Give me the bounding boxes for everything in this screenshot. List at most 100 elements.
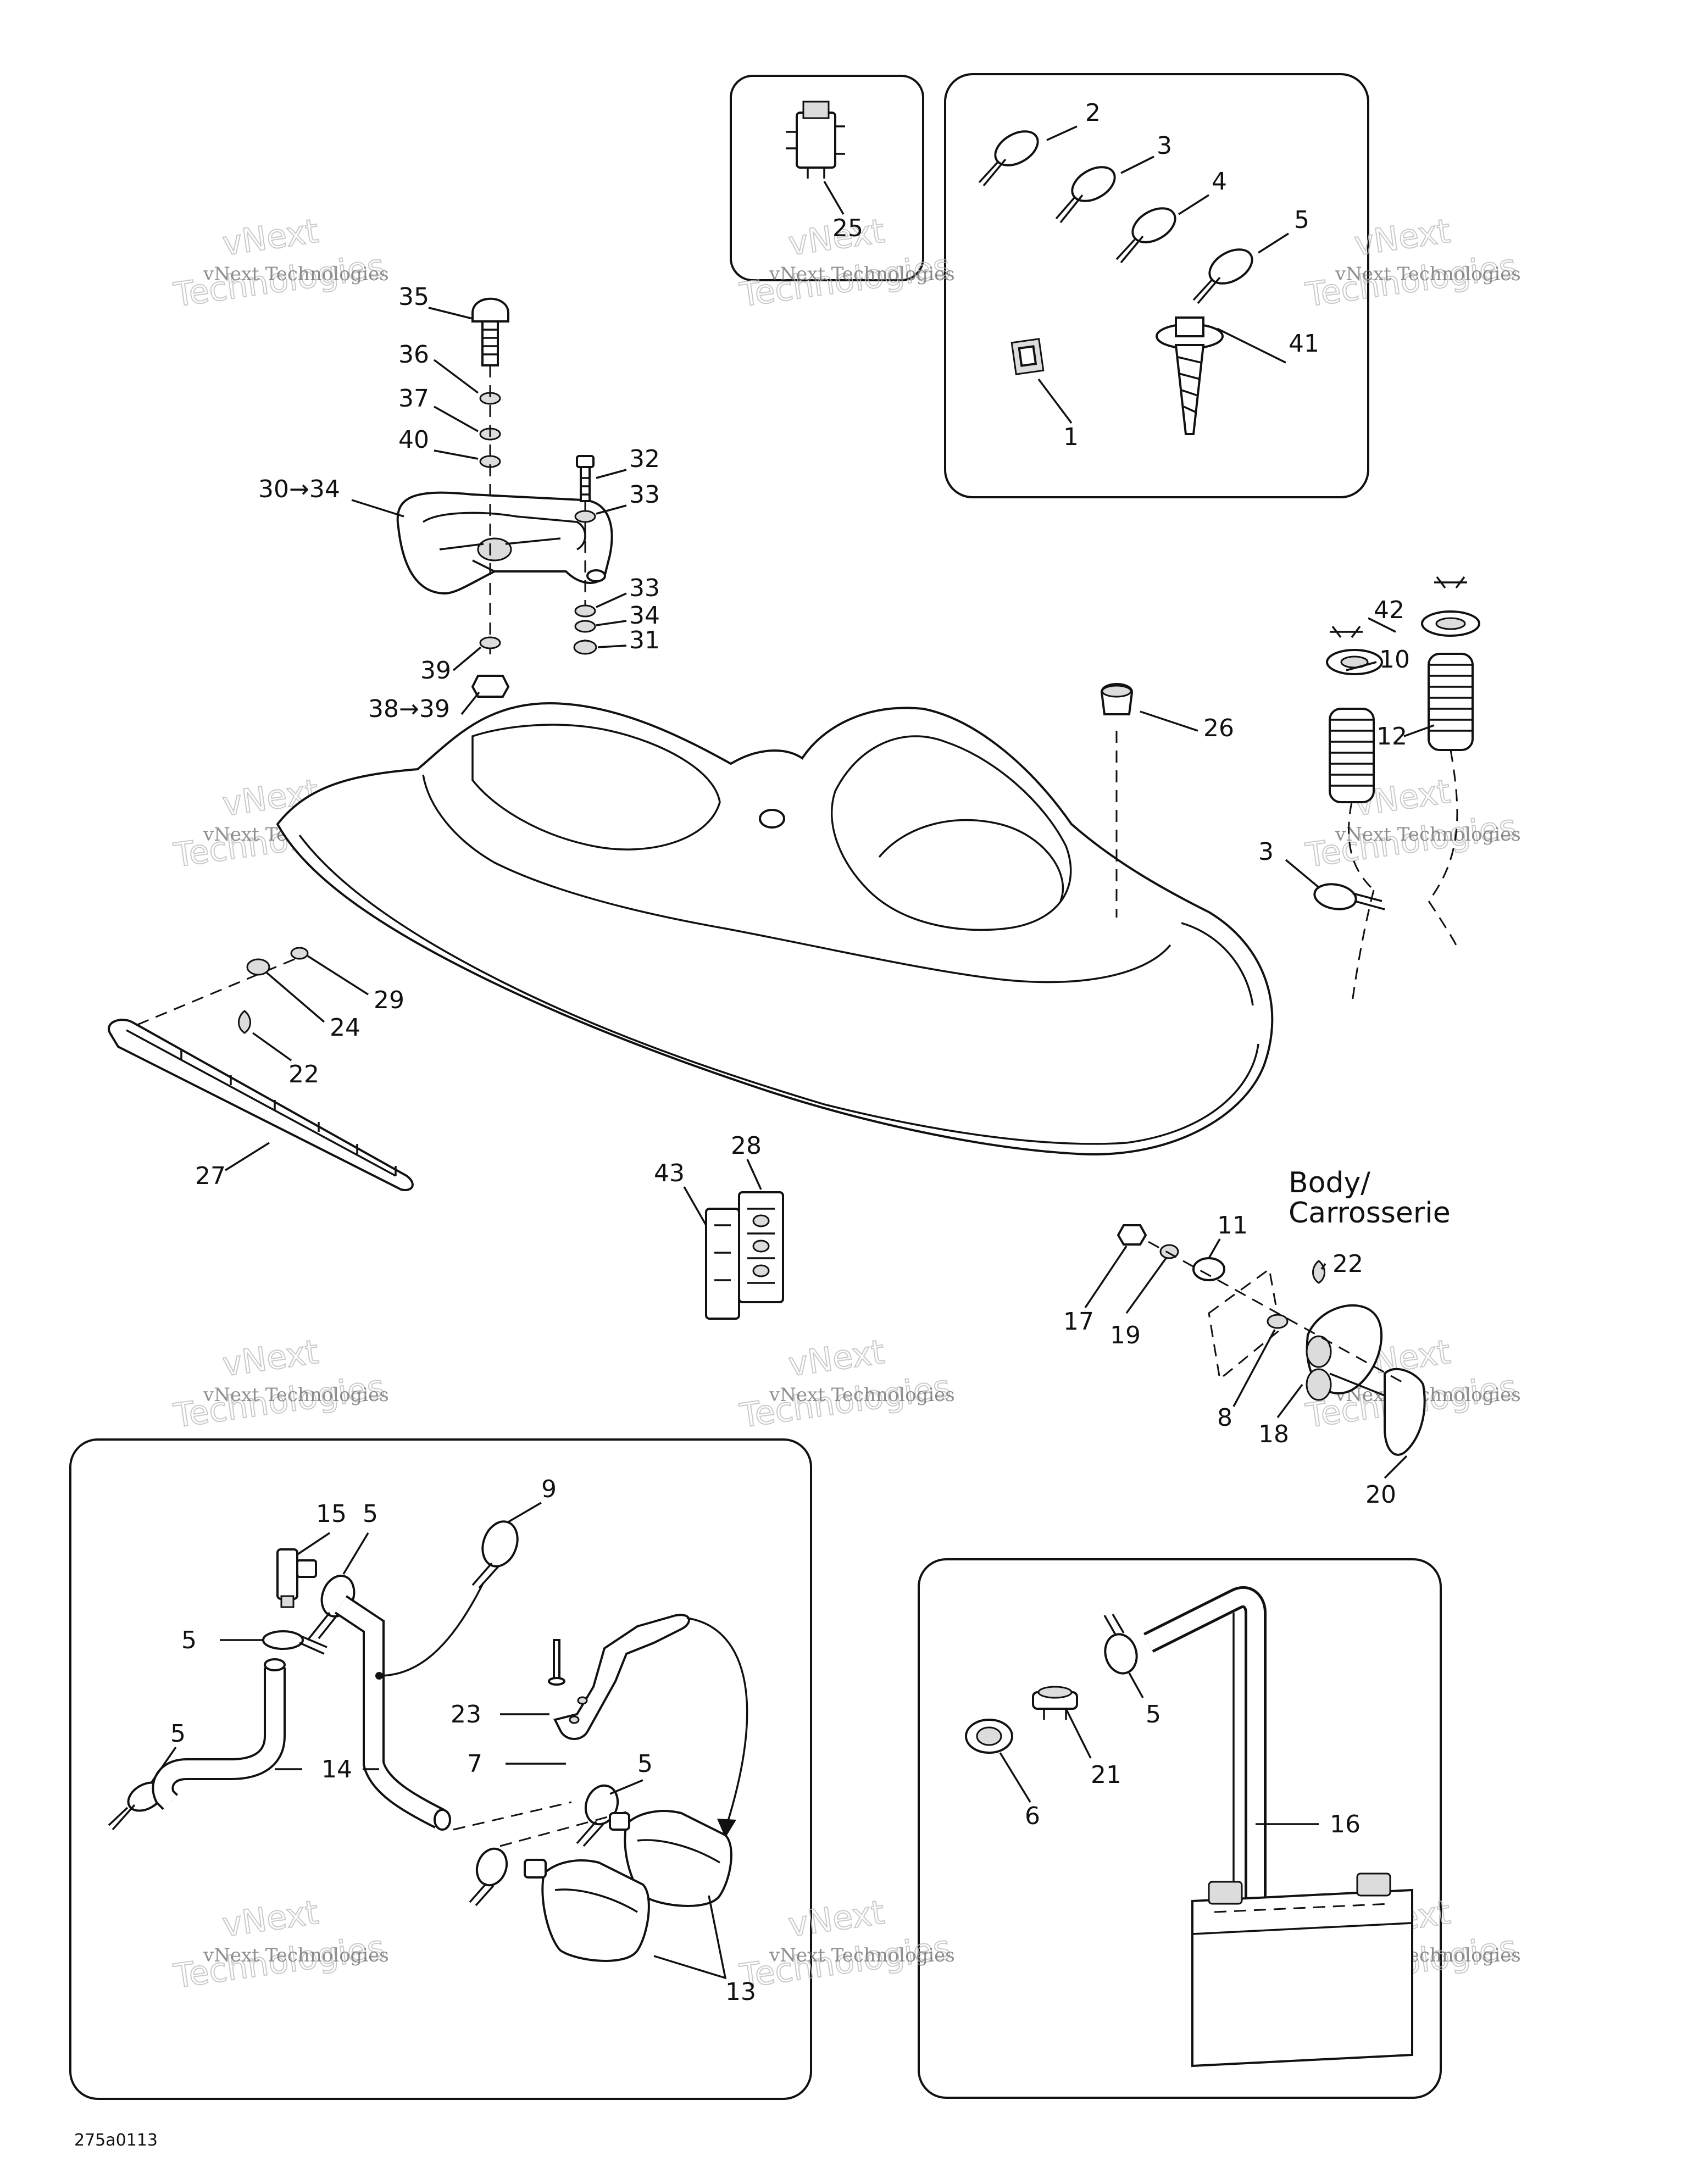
callout: 31 — [629, 626, 660, 654]
part-tie-5f — [1103, 1614, 1138, 1675]
part-washer-39 — [479, 636, 501, 649]
body-label-line1: Body/ — [1289, 1166, 1370, 1199]
part-clip-1 — [1010, 338, 1045, 375]
callout: 5 — [637, 1750, 653, 1778]
frame-battery-vent-box — [918, 1558, 1442, 2099]
svg-text:vNext Technologies: vNext Technologies — [1335, 263, 1521, 285]
drawing-code: 275a0113 — [74, 2131, 158, 2150]
callout: 11 — [1217, 1212, 1248, 1240]
callout: 27 — [195, 1162, 226, 1190]
part-handle-30-34 — [396, 491, 613, 595]
callout: 28 — [731, 1132, 762, 1160]
axis-line-vents — [1348, 749, 1458, 1006]
part-fitting-15 — [276, 1548, 317, 1608]
callout: 16 — [1330, 1810, 1361, 1838]
callout: 32 — [629, 445, 660, 473]
callout: 14 — [321, 1755, 352, 1783]
frame-ties-box — [944, 73, 1369, 498]
leader-line-9 — [379, 1582, 485, 1677]
body-label-line2: Carrosserie — [1289, 1197, 1451, 1230]
frame-clip-box — [730, 75, 924, 281]
callout: 3 — [1258, 838, 1274, 866]
watermark: Technologies vNext vNext Technologies — [171, 1893, 389, 1997]
part-nut-38 — [471, 675, 510, 698]
svg-text:vNext: vNext — [220, 1893, 321, 1945]
part-washer-33a — [574, 510, 596, 523]
callout: 33 — [629, 481, 660, 509]
part-clamp-5b — [262, 1630, 327, 1655]
part-nut-31 — [573, 640, 597, 655]
svg-text:vNext Technologies: vNext Technologies — [1335, 824, 1521, 846]
callout: 25 — [832, 214, 863, 242]
callout: 41 — [1289, 330, 1319, 358]
callout: 9 — [541, 1475, 557, 1503]
callout: 6 — [1025, 1802, 1040, 1830]
callout: 5 — [181, 1626, 197, 1654]
callout: 33 — [629, 574, 660, 602]
watermark: Technologies vNext vNext Technologies — [1303, 212, 1521, 315]
callout: 42 — [1374, 596, 1404, 624]
part-washer-33b — [574, 604, 596, 618]
callout: 34 — [629, 602, 660, 630]
watermark: Technologies vNext vNext Technologies — [737, 1332, 955, 1436]
part-fitting-21 — [1032, 1686, 1078, 1720]
callout: 19 — [1110, 1321, 1141, 1349]
callout: 23 — [451, 1700, 481, 1729]
callout: 5 — [170, 1720, 186, 1748]
callout: 8 — [1217, 1404, 1232, 1432]
callout: 17 — [1063, 1308, 1094, 1336]
callout: 18 — [1258, 1420, 1289, 1448]
part-plug-26 — [1100, 683, 1134, 715]
part-drop-22b — [1312, 1260, 1325, 1284]
svg-text:vNext Technologies: vNext Technologies — [769, 1944, 955, 1966]
frame-bilge-box — [69, 1438, 812, 2100]
callout: 5 — [1294, 206, 1309, 234]
part-clip-25 — [786, 101, 845, 179]
part-tie-5 — [1192, 248, 1253, 304]
svg-text:vNext Technologies: vNext Technologies — [769, 263, 955, 285]
arrow-bracket-to-bottle — [686, 1617, 748, 1830]
callout: 5 — [1146, 1700, 1161, 1729]
part-hose-14 — [152, 1595, 451, 1831]
axis-line-rail — [137, 955, 303, 1026]
callout: 29 — [374, 986, 404, 1014]
part-tie-3b — [1313, 883, 1385, 910]
svg-text:vNext: vNext — [220, 1333, 321, 1385]
callout: 15 — [316, 1500, 347, 1528]
callout: 20 — [1365, 1481, 1396, 1509]
callout: 10 — [1379, 646, 1410, 674]
part-vent-left — [1326, 649, 1383, 803]
part-clip-42 — [1330, 576, 1467, 638]
callout: 22 — [288, 1060, 319, 1088]
watermark: Technologies vNext vNext Technologies — [737, 1893, 955, 1997]
svg-text:vNext Technologies: vNext Technologies — [203, 1384, 389, 1406]
part-bracket-7 — [553, 1614, 690, 1740]
part-hull-body — [276, 702, 1274, 1155]
svg-text:vNext: vNext — [786, 1893, 887, 1945]
watermark: Technologies vNext vNext Technologies — [171, 212, 389, 315]
svg-text:vNext: vNext — [786, 1333, 887, 1385]
watermark: Technologies vNext vNext Technologies — [171, 1332, 389, 1436]
callout: 12 — [1376, 723, 1407, 751]
leader-lines — [150, 125, 1435, 1825]
part-terminal-block-28-43 — [705, 1191, 784, 1320]
leader-line-13 — [653, 1895, 727, 1980]
part-bolt-32 — [576, 455, 595, 502]
callout: 38→39 — [368, 695, 450, 723]
callout: 1 — [1063, 423, 1079, 451]
callout: 37 — [398, 385, 429, 413]
part-nut-29 — [290, 947, 309, 960]
part-tie-2 — [978, 130, 1039, 187]
part-bolt-35 — [471, 297, 509, 366]
callout: 22 — [1332, 1250, 1363, 1278]
callout: 36 — [398, 341, 429, 369]
part-washer-8 — [1267, 1314, 1289, 1329]
part-rail-27 — [108, 1019, 414, 1191]
part-clamp-5e — [469, 1847, 508, 1907]
axis-line-bilge — [453, 1801, 632, 1847]
part-washer-34 — [574, 620, 596, 633]
svg-text:vNext Technologies: vNext Technologies — [769, 1384, 955, 1406]
callout: 13 — [725, 1978, 756, 2006]
junction-dot — [375, 1672, 383, 1680]
callout: 3 — [1157, 132, 1172, 160]
